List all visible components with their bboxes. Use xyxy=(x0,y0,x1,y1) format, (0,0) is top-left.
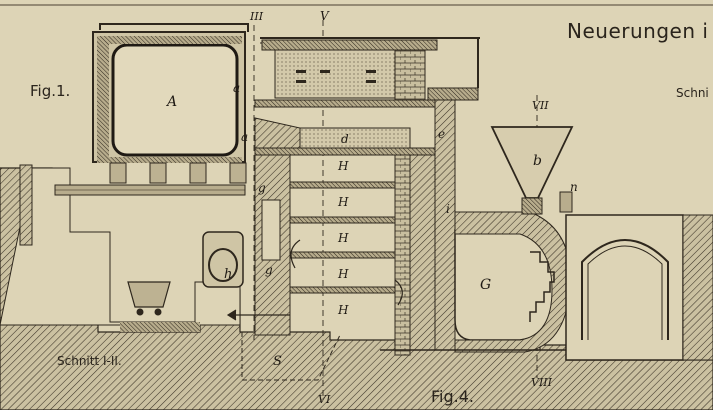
chamber-bottom-shell xyxy=(97,157,242,163)
chamber-shell xyxy=(97,36,109,158)
hopper-neck xyxy=(521,197,543,215)
part-H1: H xyxy=(338,159,349,173)
part-h: h xyxy=(224,267,233,282)
top-pipe xyxy=(99,23,249,32)
tunnel-arch-inner xyxy=(587,245,663,340)
part-a-upper: a xyxy=(233,81,241,95)
section-label-right: Schni xyxy=(676,86,709,100)
part-G: G xyxy=(480,277,492,293)
part-H5: H xyxy=(338,303,349,317)
stair-b xyxy=(529,251,555,322)
part-H3: H xyxy=(338,231,349,245)
part-b: b xyxy=(533,153,542,169)
marker-III: III xyxy=(250,10,264,23)
part-A: A xyxy=(167,94,178,110)
tunnel-right-wall xyxy=(682,214,713,361)
chamber-A xyxy=(111,43,239,157)
shaft-top xyxy=(427,87,479,101)
part-d: d xyxy=(341,132,349,146)
brick-upper-right xyxy=(394,49,426,101)
part-e: e xyxy=(438,127,446,141)
machine-h xyxy=(202,231,244,288)
figure-label-4: Fig.4. xyxy=(431,387,474,406)
machine-wheel xyxy=(208,248,238,282)
part-H2: H xyxy=(338,195,349,209)
page-heading: Neuerungen i xyxy=(567,19,709,43)
marker-VI: VI xyxy=(318,393,331,406)
vent-marks xyxy=(296,70,376,83)
chamber-top-shell xyxy=(97,36,242,44)
cart-wheel-1 xyxy=(136,308,144,316)
part-g-lower: g xyxy=(265,263,273,277)
chamber-supports xyxy=(109,162,247,184)
furnace-top xyxy=(261,39,438,51)
column-inner xyxy=(261,199,281,261)
left-wall xyxy=(19,164,33,246)
grate-d xyxy=(299,127,411,149)
foundation-S xyxy=(241,332,341,381)
marker-VII: VII xyxy=(532,99,549,112)
part-H4: H xyxy=(338,267,349,281)
flow-arrows xyxy=(226,239,403,321)
inner-wall-dark xyxy=(394,154,411,356)
right-wall xyxy=(409,154,436,351)
part-a-lower: a xyxy=(241,130,249,144)
part-S: S xyxy=(273,354,282,369)
pit-floor xyxy=(120,322,200,332)
right-pipe xyxy=(440,37,479,88)
part-n: n xyxy=(570,180,578,194)
part-g-upper: g xyxy=(258,181,266,195)
figure-label-1: Fig.1. xyxy=(30,82,71,100)
section-label-left: Schnitt I-II. xyxy=(57,354,122,368)
cart xyxy=(127,281,171,308)
tunnel-arch xyxy=(581,239,669,340)
marker-VIII: VIII xyxy=(531,376,552,389)
part-i: i xyxy=(446,202,450,216)
tunnel-box xyxy=(565,214,684,361)
cone-d xyxy=(254,117,301,149)
marker-V: V xyxy=(320,9,329,23)
hopper-valve-n xyxy=(559,191,573,213)
cart-wheel-2 xyxy=(154,308,162,316)
